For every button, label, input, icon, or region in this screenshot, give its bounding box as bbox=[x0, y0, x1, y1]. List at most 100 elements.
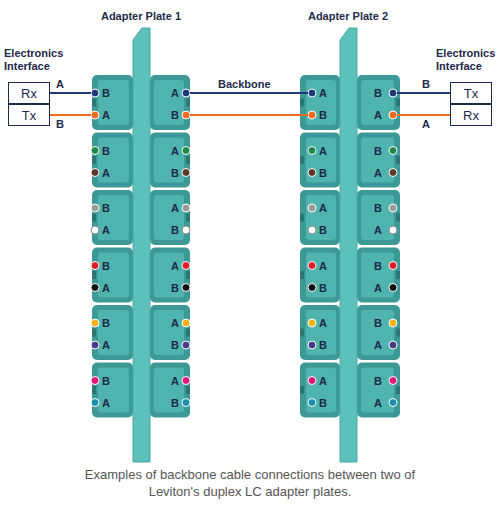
signal-box: Tx bbox=[450, 82, 492, 104]
adapter-clip bbox=[396, 386, 400, 394]
adapter-housing bbox=[150, 305, 190, 360]
adapter-clip bbox=[186, 329, 190, 337]
adapter-clip bbox=[186, 156, 190, 164]
fiber-dot bbox=[91, 89, 99, 97]
adapter-clip bbox=[186, 99, 190, 107]
adapter-housing bbox=[150, 363, 190, 418]
port-letter: B bbox=[102, 374, 110, 388]
fiber-dot bbox=[308, 284, 316, 292]
figure-caption: Examples of backbone cable connections b… bbox=[80, 466, 420, 500]
port-letter: B bbox=[374, 144, 382, 158]
port-letter: B bbox=[171, 396, 179, 410]
port-letter: B bbox=[319, 223, 327, 237]
adapter-housing bbox=[92, 248, 133, 303]
port-letter: A bbox=[374, 223, 382, 237]
adapter-face bbox=[154, 138, 184, 183]
fiber-dot bbox=[182, 341, 190, 349]
adapter-face bbox=[361, 253, 394, 298]
port-letter: A bbox=[102, 281, 110, 295]
port-letter: A bbox=[374, 166, 382, 180]
adapter-housing bbox=[357, 190, 400, 245]
adapter-face bbox=[306, 138, 336, 183]
interface-heading: Electronics Interface bbox=[436, 47, 500, 73]
adapter-clip bbox=[92, 329, 96, 337]
port-letter: B bbox=[102, 144, 110, 158]
port-letter: B bbox=[171, 166, 179, 180]
adapter-housing bbox=[357, 248, 400, 303]
adapter-clip bbox=[300, 271, 304, 279]
adapter-housing bbox=[357, 133, 400, 188]
fiber-dot bbox=[182, 169, 190, 177]
adapter-clip bbox=[186, 214, 190, 222]
fiber-dot bbox=[91, 377, 99, 385]
adapter-face bbox=[306, 310, 336, 355]
fiber-dot bbox=[389, 147, 397, 155]
plate-title: Adapter Plate 1 bbox=[81, 10, 201, 23]
fiber-label: A bbox=[56, 78, 64, 91]
signal-box: Tx bbox=[8, 104, 50, 126]
signal-name: Tx bbox=[22, 108, 36, 123]
port-letter: B bbox=[319, 281, 327, 295]
adapter-face bbox=[98, 368, 129, 413]
adapter-clip bbox=[300, 214, 304, 222]
adapter-clip bbox=[396, 271, 400, 279]
fiber-dot bbox=[91, 284, 99, 292]
fiber-dot bbox=[182, 204, 190, 212]
port-letter: B bbox=[319, 108, 327, 122]
port-letter: B bbox=[374, 259, 382, 273]
adapter-clip bbox=[396, 156, 400, 164]
signal-name: Rx bbox=[21, 86, 37, 101]
fiber-dot bbox=[389, 377, 397, 385]
port-letter: A bbox=[319, 86, 327, 100]
adapter-face bbox=[154, 310, 184, 355]
port-letter: B bbox=[374, 86, 382, 100]
fiber-connector bbox=[50, 92, 450, 94]
fiber-dot bbox=[308, 147, 316, 155]
adapter-face bbox=[306, 195, 336, 240]
port-letter: A bbox=[374, 281, 382, 295]
port-letter: A bbox=[319, 259, 327, 273]
fiber-dot bbox=[389, 111, 397, 119]
adapter-housing bbox=[92, 305, 133, 360]
adapter-clip bbox=[300, 99, 304, 107]
fiber-label: B bbox=[56, 118, 64, 131]
port-letter: B bbox=[319, 396, 327, 410]
backbone-label: Backbone bbox=[218, 78, 271, 91]
fiber-dot bbox=[389, 399, 397, 407]
adapter-housing bbox=[300, 133, 340, 188]
port-letter: A bbox=[171, 259, 179, 273]
fiber-dot bbox=[182, 226, 190, 234]
fiber-dot bbox=[308, 89, 316, 97]
fiber-dot bbox=[308, 111, 316, 119]
fiber-dot bbox=[389, 284, 397, 292]
fiber-dot bbox=[91, 399, 99, 407]
port-letter: B bbox=[171, 108, 179, 122]
port-letter: A bbox=[102, 166, 110, 180]
fiber-dot bbox=[91, 226, 99, 234]
adapter-housing bbox=[92, 75, 133, 130]
adapter-face bbox=[361, 80, 394, 125]
port-letter: B bbox=[171, 223, 179, 237]
port-letter: A bbox=[102, 108, 110, 122]
fiber-dot bbox=[389, 226, 397, 234]
adapter-housing bbox=[357, 305, 400, 360]
port-letter: B bbox=[102, 259, 110, 273]
adapter-face bbox=[361, 310, 394, 355]
adapter-face bbox=[98, 253, 129, 298]
fiber-label: A bbox=[422, 118, 430, 131]
port-letter: A bbox=[319, 144, 327, 158]
adapter-face bbox=[98, 138, 129, 183]
fiber-dot bbox=[389, 204, 397, 212]
adapter-clip bbox=[92, 99, 96, 107]
port-letter: B bbox=[374, 316, 382, 330]
adapter-face bbox=[306, 80, 336, 125]
signal-name: Rx bbox=[463, 108, 479, 123]
port-letter: A bbox=[319, 201, 327, 215]
port-letter: A bbox=[171, 201, 179, 215]
fiber-dot bbox=[91, 341, 99, 349]
interface-heading: Electronics Interface bbox=[4, 47, 70, 73]
fiber-dot bbox=[182, 284, 190, 292]
adapter-housing bbox=[300, 190, 340, 245]
fiber-dot bbox=[308, 319, 316, 327]
